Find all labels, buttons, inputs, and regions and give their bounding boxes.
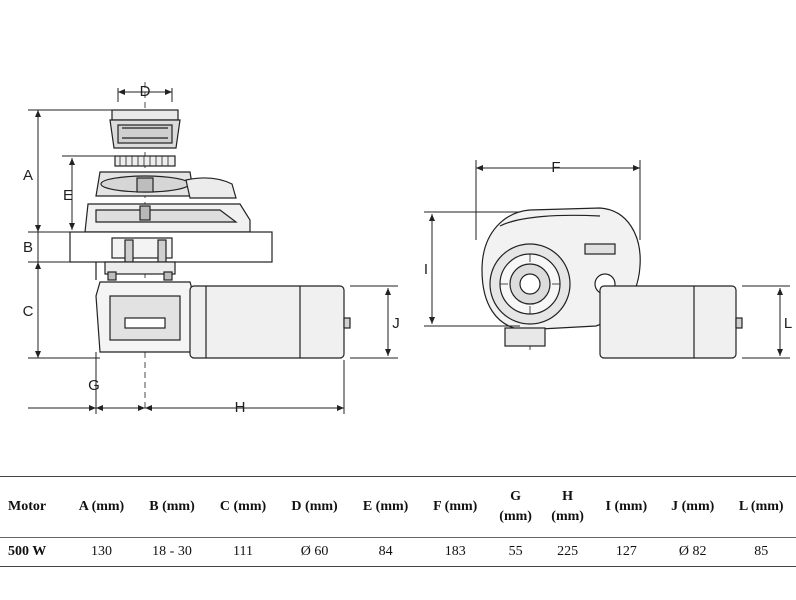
dimension-labels: D A E B C J G H F I L (23, 83, 793, 416)
capstan-drum (109, 109, 181, 167)
cell-j: Ø 82 (659, 537, 727, 567)
side-view-dimensions (28, 88, 398, 414)
dim-label-i: I (424, 261, 428, 278)
dim-label-g: G (88, 377, 100, 394)
gypsy-wheel (95, 171, 237, 199)
windlass-technical-drawing: D A E B C J G H F I L (23, 82, 793, 416)
dim-label-h: H (235, 399, 246, 416)
dim-label-e: E (63, 187, 73, 204)
header-i: I (mm) (593, 476, 660, 538)
header-h: H (mm) (541, 476, 594, 538)
header-f: F (mm) (420, 476, 490, 538)
mounting-studs (95, 261, 176, 281)
gearbox (95, 281, 195, 353)
header-a: A (mm) (66, 476, 137, 538)
header-g: G (mm) (489, 476, 542, 538)
header-e: E (mm) (350, 476, 421, 538)
dim-label-c: C (23, 303, 34, 320)
cell-i: 127 (593, 537, 660, 567)
cell-motor: 500 W (0, 537, 67, 567)
cell-f: 183 (420, 537, 490, 567)
cell-a: 130 (66, 537, 137, 567)
header-b: B (mm) (136, 476, 208, 538)
dim-label-l: L (784, 315, 792, 332)
cell-d: Ø 60 (278, 537, 351, 567)
header-j: J (mm) (659, 476, 727, 538)
cell-h: 225 (541, 537, 594, 567)
cell-l: 85 (726, 537, 796, 567)
cell-c: 111 (207, 537, 279, 567)
header-l: L (mm) (726, 476, 796, 538)
dim-label-b: B (23, 239, 33, 256)
dim-label-j: J (392, 315, 400, 332)
front-view (481, 207, 743, 359)
side-view (69, 82, 351, 410)
housing (84, 203, 251, 233)
table-row: 500 W 130 18 - 30 111 Ø 60 84 183 55 225… (0, 537, 796, 567)
header-motor: Motor (0, 476, 67, 538)
header-c: C (mm) (207, 476, 279, 538)
cell-b: 18 - 30 (136, 537, 208, 567)
cell-e: 84 (350, 537, 421, 567)
front-view-dimensions (424, 160, 790, 359)
dim-label-a: A (23, 167, 33, 184)
dim-label-d: D (140, 83, 151, 100)
motor (189, 285, 351, 359)
dim-label-f: F (551, 159, 560, 176)
table-header-row: Motor A (mm) B (mm) C (mm) D (mm) E (mm)… (0, 476, 796, 538)
cell-g: 55 (489, 537, 542, 567)
header-d: D (mm) (278, 476, 351, 538)
dimensions-table: Motor A (mm) B (mm) C (mm) D (mm) E (mm)… (0, 476, 796, 567)
